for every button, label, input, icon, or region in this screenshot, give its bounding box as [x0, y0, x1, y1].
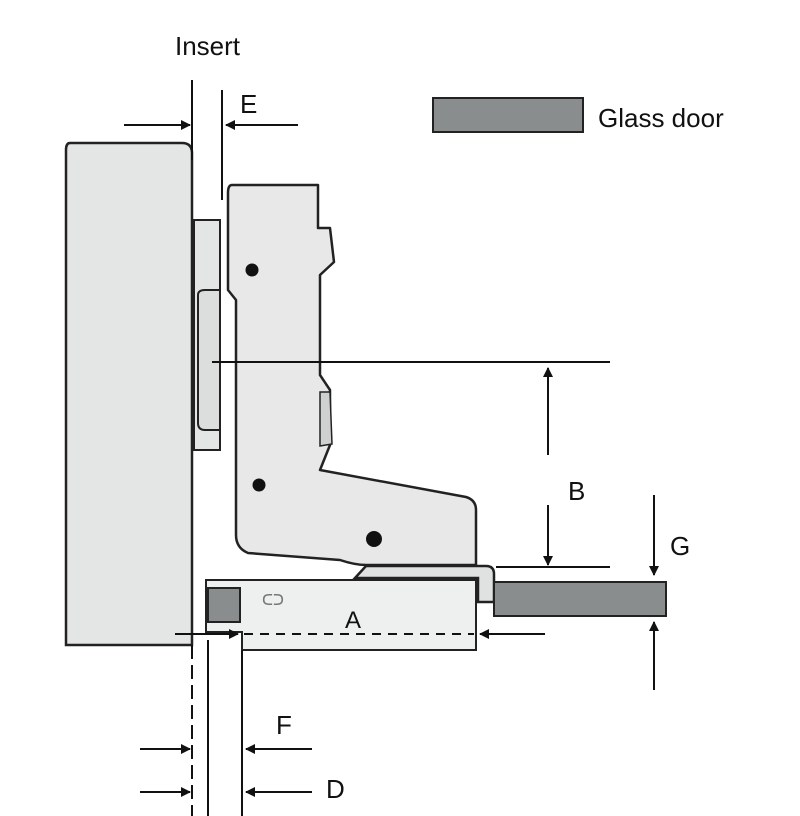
- glass-clamp: [352, 564, 496, 604]
- cup-mark: ᑕᑐ: [262, 592, 284, 609]
- a-label: A: [345, 607, 361, 634]
- e-label: E: [240, 89, 257, 119]
- glass-door-legend-swatch: [432, 97, 584, 133]
- glass-insert-block: [207, 587, 241, 623]
- insert-label: Insert: [175, 31, 241, 61]
- mounting-plate-slot: [197, 289, 221, 431]
- g-label: G: [670, 531, 690, 561]
- screw-hole-3: [366, 531, 382, 547]
- hinge-arm: [226, 183, 478, 567]
- cabinet-side-panel: [64, 141, 194, 647]
- d-label: D: [326, 774, 345, 804]
- f-label: F: [276, 710, 292, 740]
- hinge-arm-tab-bottom: [319, 391, 333, 447]
- screw-hole-2: [252, 478, 266, 492]
- glass-door-label: Glass door: [598, 103, 724, 133]
- screw-hole-1: [245, 263, 259, 277]
- glass-door-pane: [493, 581, 667, 617]
- hinge-cup: [205, 579, 477, 651]
- b-label: B: [568, 476, 585, 506]
